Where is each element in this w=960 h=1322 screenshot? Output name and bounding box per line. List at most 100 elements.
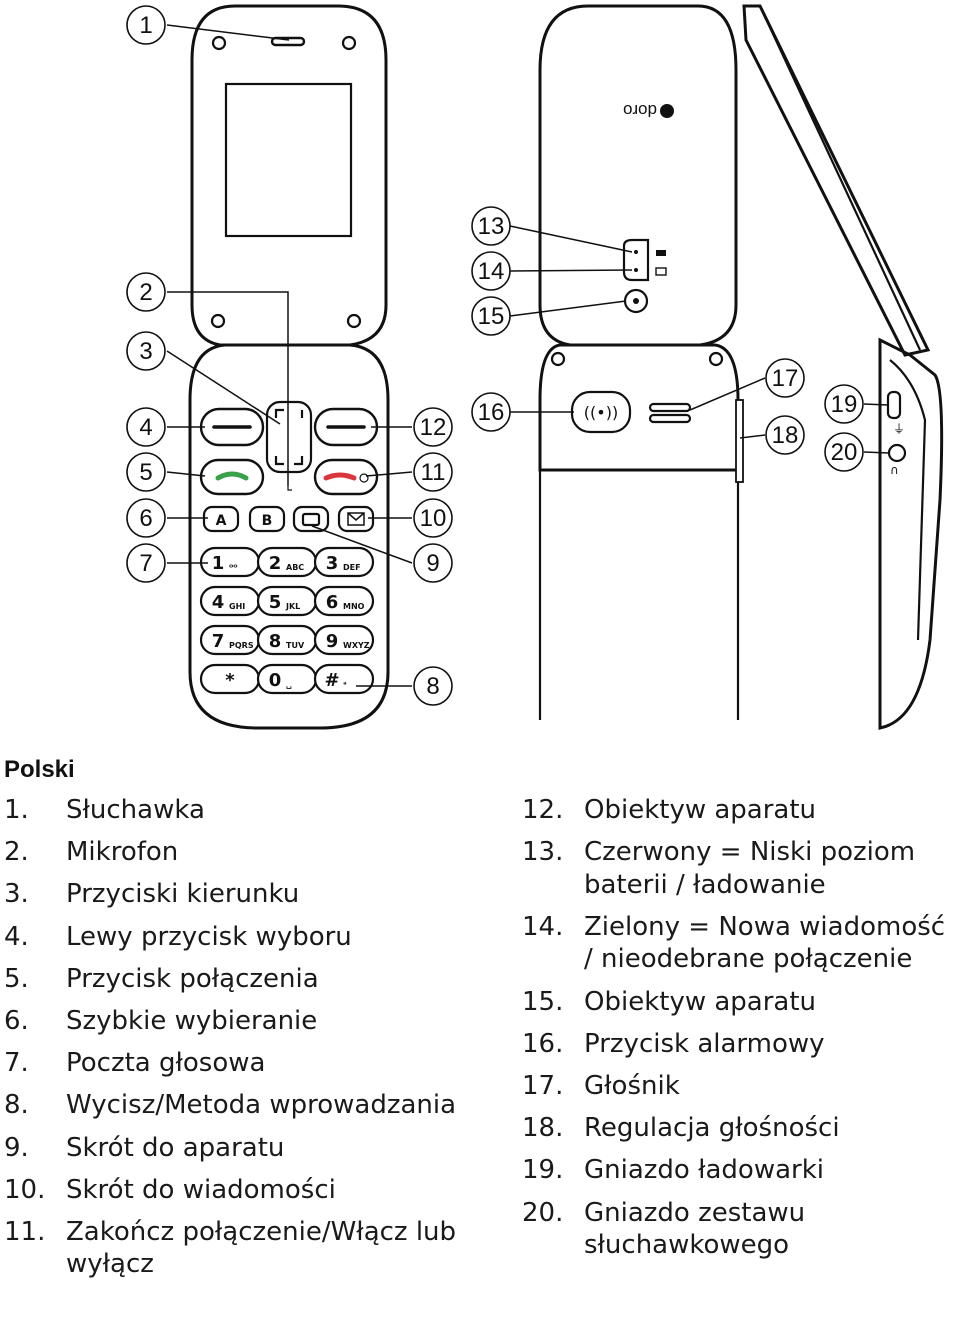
envelope-icon	[347, 512, 365, 526]
legend-item: 11.Zakończ połączenie/Włącz lub wyłącz	[4, 1216, 474, 1281]
legend-text: Szybkie wybieranie	[66, 1005, 318, 1036]
svg-text:JKL: JKL	[285, 602, 300, 611]
side-lid-edge	[759, 5, 921, 351]
led-housing	[622, 238, 650, 282]
keypad-key-star[interactable]: *	[199, 663, 261, 695]
svg-text:1: 1	[212, 553, 225, 574]
svg-text:doro: doro	[623, 101, 657, 120]
callout-10: 10	[413, 498, 453, 538]
callout-15: 15	[471, 296, 511, 336]
legend-number: 11.	[4, 1216, 46, 1247]
legend-text: Skrót do wiadomości	[66, 1174, 336, 1205]
keypad-key-hash[interactable]: #ᵃ	[313, 663, 375, 695]
legend-title: Polski	[4, 756, 75, 783]
svg-text:6: 6	[139, 505, 152, 532]
legend-text: Obiektyw aparatu	[584, 795, 817, 825]
svg-text:TUV: TUV	[286, 641, 305, 650]
legend-text: Przyciski kierunku	[66, 879, 300, 910]
legend-number: 17.	[522, 1070, 564, 1101]
legend-text: Gniazdo zestawu słuchawkowego	[584, 1197, 806, 1261]
legend-item: 9.Skrót do aparatu	[4, 1132, 474, 1165]
legend-number: 16.	[522, 1028, 564, 1059]
hinge-screw-right	[346, 313, 362, 329]
legend-number: 13.	[522, 837, 564, 868]
legend-item: 1.Słuchawka	[4, 794, 474, 827]
side-leaders	[863, 403, 890, 454]
legend-text: Wycisz/Metoda wprowadzania	[66, 1090, 457, 1121]
side-body	[878, 337, 944, 730]
svg-text:20: 20	[831, 439, 858, 466]
legend-text: Przycisk alarmowy	[584, 1028, 825, 1059]
callout-14: 14	[471, 251, 511, 291]
callout-2: 2	[126, 272, 166, 312]
back-leaders	[509, 225, 766, 439]
keypad-key-8[interactable]: 8 TUV	[256, 624, 318, 656]
svg-text:4: 4	[212, 592, 225, 613]
back-body-sides	[538, 470, 740, 720]
svg-text:␣: ␣	[286, 680, 292, 689]
legend-text: Gniazdo ładowarki	[584, 1155, 825, 1186]
legend-item: 8.Wycisz/Metoda wprowadzania	[4, 1089, 474, 1122]
legend-item: 18.Regulacja głośności	[522, 1112, 960, 1145]
svg-text:2: 2	[139, 279, 152, 306]
hinge-screw-left	[210, 313, 226, 329]
legend-number: 10.	[4, 1174, 46, 1205]
message-shortcut-key[interactable]	[337, 505, 375, 533]
svg-text:WXYZ: WXYZ	[343, 641, 370, 650]
svg-text:1: 1	[139, 12, 152, 39]
callout-3: 3	[126, 331, 166, 371]
callout-19: 19	[824, 384, 864, 424]
callout-16: 16	[471, 392, 511, 432]
callout-4: 4	[126, 407, 166, 447]
svg-text:0: 0	[269, 670, 282, 691]
callout-18: 18	[765, 415, 805, 455]
legend-text: Słuchawka	[66, 795, 205, 825]
legend-item: 4.Lewy przycisk wyboru	[4, 921, 474, 954]
svg-text:8: 8	[269, 631, 282, 652]
callout-12: 12	[413, 407, 453, 447]
quick-key-b[interactable]: B	[248, 505, 286, 533]
back-lid	[538, 4, 738, 347]
nav-keys[interactable]	[265, 400, 313, 474]
phone-green-icon	[215, 471, 249, 481]
svg-text:3: 3	[139, 338, 152, 365]
quick-key-a[interactable]: A	[202, 505, 240, 533]
legend-text: Głośnik	[584, 1070, 680, 1101]
callout-20: 20	[824, 432, 864, 472]
svg-text:6: 6	[326, 592, 339, 613]
call-key[interactable]	[199, 458, 265, 496]
svg-text:DEF: DEF	[343, 563, 361, 572]
svg-text:13: 13	[478, 213, 505, 240]
legend-text: Lewy przycisk wyboru	[66, 921, 352, 952]
svg-text:11: 11	[421, 459, 446, 486]
volume-rocker[interactable]	[735, 399, 744, 483]
svg-text:5: 5	[269, 592, 282, 613]
message-icon	[655, 267, 667, 276]
legend-item: 7.Poczta głosowa	[4, 1047, 474, 1080]
callout-9: 9	[413, 543, 453, 583]
sos-signal-icon: ((•))	[584, 403, 618, 422]
legend-text: Skrót do aparatu	[66, 1132, 285, 1163]
camera-shortcut-key[interactable]	[292, 505, 330, 533]
legend-text: Obiektyw aparatu	[584, 986, 817, 1017]
message-led	[634, 268, 638, 272]
doro-logo: doro	[623, 101, 674, 120]
callout-17: 17	[765, 358, 805, 398]
svg-text:12: 12	[420, 414, 447, 441]
legend-item: 3.Przyciski kierunku	[4, 878, 474, 911]
legend-item: 15. Obiektyw aparatu	[522, 986, 960, 1019]
svg-text:9: 9	[426, 550, 439, 577]
svg-text:16: 16	[478, 399, 505, 426]
legend-number: 15.	[522, 986, 564, 1017]
keypad-key-0[interactable]: 0␣	[256, 663, 318, 695]
